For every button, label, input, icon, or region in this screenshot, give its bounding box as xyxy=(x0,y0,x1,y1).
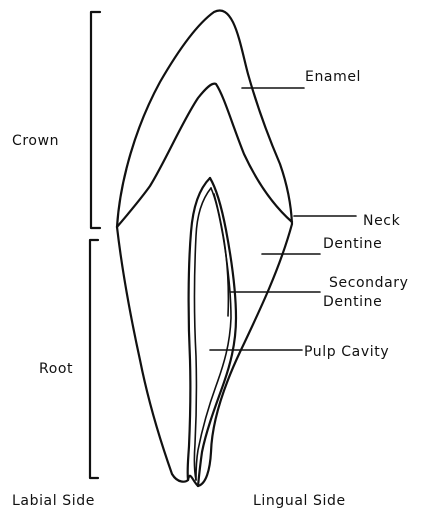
enamel-label: Enamel xyxy=(305,69,361,85)
tooth-outline xyxy=(117,10,292,486)
pulp-cavity-inner xyxy=(194,188,211,480)
root-bracket xyxy=(90,240,98,478)
lingual-side-label: Lingual Side xyxy=(253,493,346,509)
secondary-dentine-label: Dentine xyxy=(323,294,382,310)
secondary-label: Secondary xyxy=(329,275,409,291)
dentine-label: Dentine xyxy=(323,236,382,252)
neck-label: Neck xyxy=(363,213,401,229)
crown-label: Crown xyxy=(12,133,59,149)
labial-side-label: Labial Side xyxy=(12,493,95,509)
pulp-cavity-label: Pulp Cavity xyxy=(304,344,389,360)
root-label: Root xyxy=(39,361,73,377)
enamel-dentine-junction xyxy=(117,84,292,227)
crown-bracket xyxy=(91,12,100,228)
